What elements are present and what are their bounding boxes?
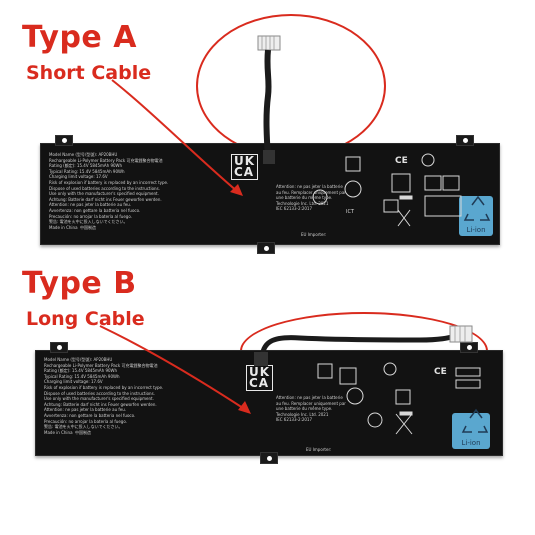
type-a-arrow [111,79,243,196]
type-a-mount-tab-bottom [257,242,275,254]
type-a-recycle-icon [463,195,491,221]
type-b-recycle-icon [461,408,489,433]
type-a-battery: Model Name (型号/型號): AP20BHU Rechargeable… [40,143,500,245]
type-b-recycle-box: Li-ion [452,413,490,449]
type-b-cable [254,325,473,366]
type-a-subtitle: Short Cable [26,62,152,84]
type-a-certification-marks: ICT [312,153,462,227]
type-b-eu-importer: EU Importer: [306,447,332,452]
type-a-cable [257,35,281,164]
type-a-mount-tab-right [456,135,474,146]
type-b-fine-print: Model Name (型号/型號): AP20BHU Rechargeable… [44,357,164,435]
type-b-certification-marks [317,362,481,435]
type-b-battery: Model Name (型号/型號): AP20BHU Rechargeable… [35,350,503,456]
type-b-mount-tab-left [50,342,68,353]
type-b-arrow [99,325,251,414]
type-b-mount-tab-bottom [260,452,278,464]
type-a-ukca-mark: UK CA [231,154,259,180]
type-a-mount-tab-left [55,135,73,146]
type-a-title: Type A [22,20,137,55]
type-b-subtitle: Long Cable [26,308,145,330]
type-a-eu-importer: EU Importer: [301,232,327,237]
type-b-title: Type B [22,266,137,301]
type-a-ce-mark: CE [395,156,408,166]
svg-text:ICT: ICT [346,209,355,215]
type-b-ce-mark: CE [434,367,447,377]
type-b-fine-print-right: Attention: ne pas jeter la batterie au f… [276,395,346,423]
type-a-fine-print: Model Name (型号/型號): AP20BHU Rechargeable… [49,152,169,230]
